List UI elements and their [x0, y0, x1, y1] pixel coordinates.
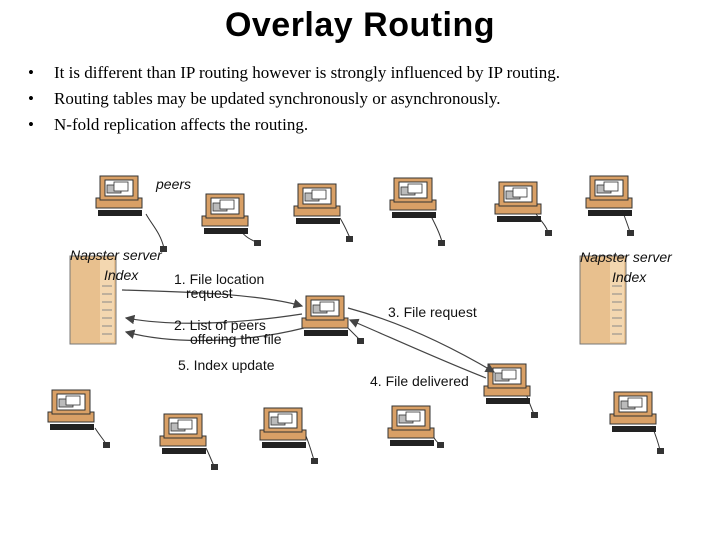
peer-computer	[585, 175, 633, 217]
flow-arrows	[121, 289, 496, 379]
step3-label: 3. File request	[388, 304, 477, 320]
step1-label: 1. File location	[174, 271, 264, 287]
arrow-file-location-request	[121, 289, 304, 309]
peer-computer	[389, 177, 437, 219]
arrow-file-delivered	[348, 318, 487, 379]
bullet-item: • Routing tables may be updated synchrono…	[28, 86, 560, 112]
step1-label-cont: request	[186, 285, 233, 301]
bullet-symbol: •	[28, 115, 34, 134]
step2-label: 2. List of peers	[174, 317, 266, 333]
step2-label-cont: offering the file	[190, 331, 282, 347]
peer-computer	[494, 181, 542, 223]
bullet-symbol: •	[28, 89, 34, 108]
bullet-text: It is different than IP routing however …	[54, 63, 560, 82]
peer-computer	[387, 405, 435, 447]
peer-computer	[293, 183, 341, 225]
bullet-text: Routing tables may be updated synchronou…	[54, 89, 501, 108]
slide-title: Overlay Routing	[224, 6, 496, 44]
server-left-index-label: Index	[104, 267, 139, 283]
arrow-list-of-peers	[124, 313, 303, 325]
step5-label: 5. Index update	[178, 357, 275, 373]
bullet-item: • It is different than IP routing however…	[28, 60, 560, 86]
arrow-file-request	[347, 307, 496, 373]
peer-computer	[201, 193, 249, 235]
peer-computer	[47, 389, 95, 431]
peer-computer	[259, 407, 307, 449]
bullet-symbol: •	[28, 63, 34, 82]
bullet-text: N-fold replication affects the routing.	[54, 115, 309, 134]
step4-label: 4. File delivered	[370, 373, 469, 389]
peer-computer	[159, 413, 207, 455]
bullet-item: • N-fold replication affects the routing.	[28, 112, 560, 138]
cable-plugs	[103, 230, 664, 470]
peer-computer	[95, 175, 143, 217]
server-left-title: Napster server	[70, 247, 163, 263]
server-right-index-label: Index	[612, 269, 647, 285]
requesting-peer-computer	[301, 295, 349, 337]
server-right-title: Napster server	[580, 249, 673, 265]
arrow-index-update	[124, 327, 305, 342]
bullet-list: • It is different than IP routing however…	[28, 60, 560, 138]
peers-label: peers	[155, 176, 191, 192]
peer-computer	[609, 391, 657, 433]
